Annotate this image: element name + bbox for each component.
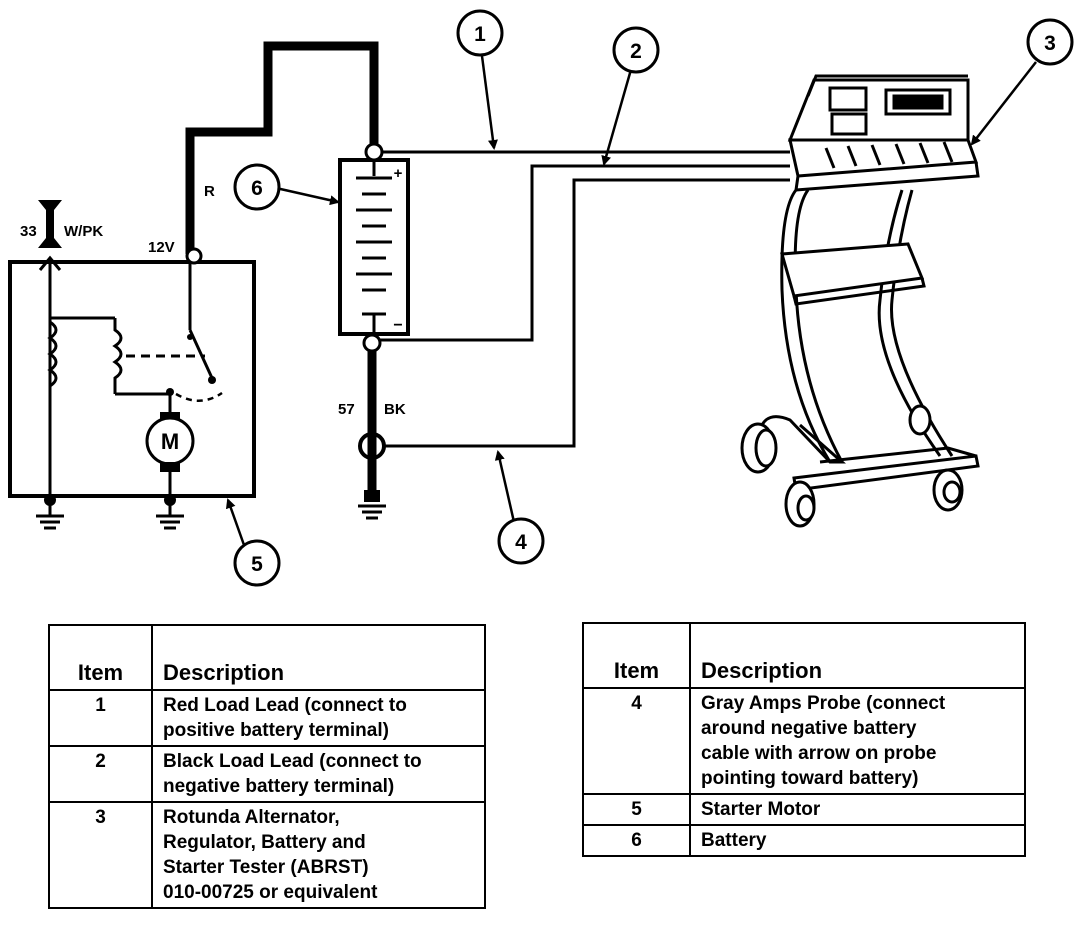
battery-positive-terminal [364,142,384,162]
black-load-lead [380,164,790,342]
description-line: cable with arrow on probe [701,743,937,764]
description-line: Regulator, Battery and [163,832,366,853]
table-row: 4 Gray Amps Probe (connect around negati… [582,687,1026,795]
callout-3: 3 [1026,18,1074,66]
gray-amps-probe-lead [384,178,790,448]
table-row: 1 Red Load Lead (connect to positive bat… [48,689,486,747]
ground-icon [156,494,184,530]
item-number: 3 [48,801,153,909]
starter-12v-terminal [185,247,203,265]
description-line: pointing toward battery) [701,768,919,789]
r-label: R [204,183,215,200]
item-number: 5 [582,793,691,826]
description-line: around negative battery [701,718,917,739]
description-header: Description [151,624,486,691]
description-line: Starter Tester (ABRST) [163,857,369,878]
item-header: Item [582,622,691,689]
ground-icon [36,494,64,530]
w-pk-label: W/PK [64,223,103,240]
item-number: 6 [582,824,691,857]
solenoid-terminal-icon [38,200,62,248]
battery-plus-label: + [394,165,403,182]
motor-label: M [161,429,179,454]
callout-2: 2 [612,26,660,74]
svg-text:4: 4 [515,531,527,554]
item-description: Black Load Lead (connect to negative bat… [151,745,486,803]
description-line: positive battery terminal) [163,720,389,741]
tester-leads [380,150,790,448]
description-line: Starter Motor [701,799,821,820]
item-description: Starter Motor [689,793,1026,826]
wiring-diagram: M + − [8,9,1074,587]
starter-motor-assembly: M [8,200,256,530]
circuit-33-label: 33 [20,223,37,240]
hold-coil-icon [47,320,58,388]
item-number: 1 [48,689,153,747]
description-header: Description [689,622,1026,689]
battery-minus-label: − [393,317,402,334]
item-number: 2 [48,745,153,803]
svg-text:5: 5 [251,553,263,576]
description-line: 010-00725 or equivalent [163,882,378,903]
item-number: 4 [582,687,691,795]
battery-positive-cable [185,41,379,254]
item-description: Battery [689,824,1026,857]
svg-text:6: 6 [251,177,263,200]
description-line: negative battery terminal) [163,776,395,797]
legend-table-left: Item Description 1 Red Load Lead (connec… [48,624,486,909]
item-header: Item [48,624,153,691]
tester-cart-icon [740,74,980,528]
table-row: 2 Black Load Lead (connect to negative b… [48,745,486,803]
item-description: Rotunda Alternator, Regulator, Battery a… [151,801,486,909]
callout-leaders [225,55,1037,546]
callout-1: 1 [456,9,504,57]
description-line: Red Load Lead (connect to [163,695,407,716]
pull-coil-icon [112,318,123,394]
battery: + − [338,158,410,336]
item-description: Gray Amps Probe (connect around negative… [689,687,1026,795]
battery-negative-terminal [362,333,382,353]
description-line: Rotunda Alternator, [163,807,340,828]
callout-5: 5 [233,539,281,587]
table-row: 5 Starter Motor [582,793,1026,826]
callout-6: 6 [233,163,281,211]
12v-label: 12V [148,239,175,256]
ground-icon [358,490,386,520]
item-description: Red Load Lead (connect to positive batte… [151,689,486,747]
circuit-57-label: 57 [338,401,355,418]
bk-label: BK [384,401,406,418]
starter-motor-box [8,260,256,498]
callout-4: 4 [497,517,545,565]
description-line: Battery [701,830,767,851]
svg-text:1: 1 [474,23,486,46]
description-line: Gray Amps Probe (connect [701,693,946,714]
legend-table-right: Item Description 4 Gray Amps Probe (conn… [582,622,1026,857]
svg-text:2: 2 [630,40,642,63]
svg-text:3: 3 [1044,32,1056,55]
description-line: Black Load Lead (connect to [163,751,422,772]
table-row: 3 Rotunda Alternator, Regulator, Battery… [48,801,486,909]
table-row: 6 Battery [582,824,1026,857]
